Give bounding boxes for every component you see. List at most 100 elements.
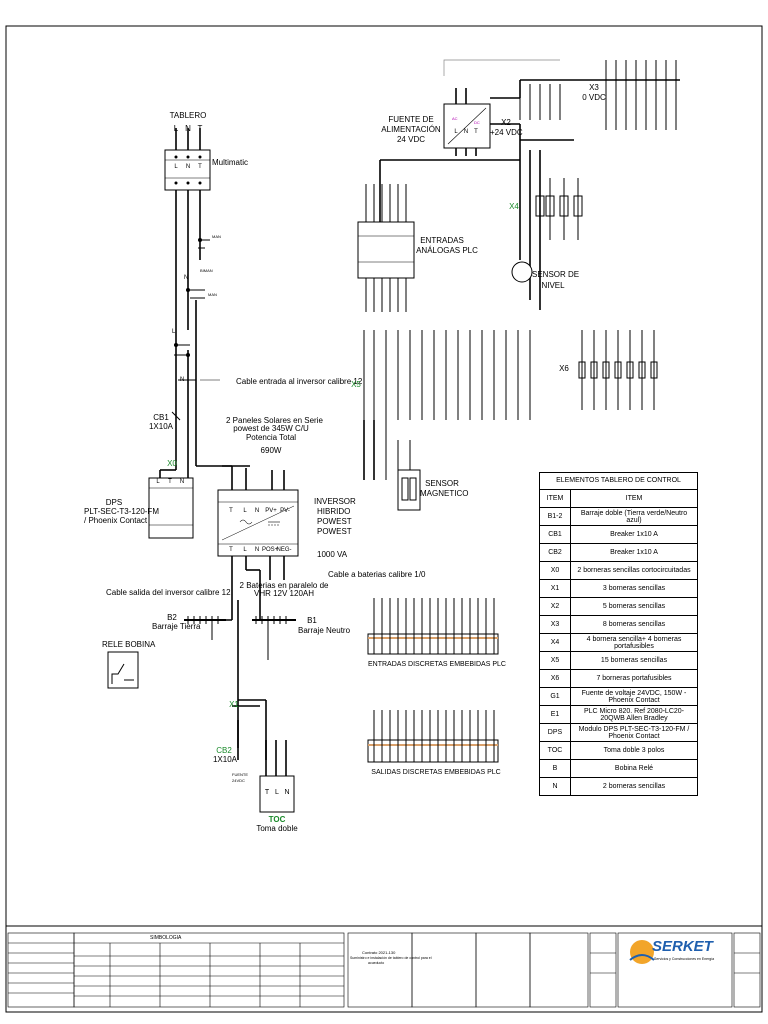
x6-terminals: [578, 330, 658, 410]
project-line2: Suministro e instalación de tablero de c…: [350, 956, 432, 960]
table-item-description: PLC Micro 820. Ref 2080-LC20-20QWB Allen…: [570, 705, 698, 724]
table-item-code: TOC: [539, 741, 571, 760]
discrete-outputs-label: SALIDAS DISCRETAS EMBEBIDAS PLC: [371, 769, 501, 776]
table-item-code: B1-2: [539, 507, 571, 526]
table-header-cell: ITEM: [570, 489, 698, 508]
cb2-note2: 24VDC: [232, 778, 245, 783]
x4-fuse-terminals: [519, 178, 583, 240]
table-item-description: Fuente de voltaje 24VDC, 150W - Phoenix …: [570, 687, 698, 706]
x2-name: X2: [501, 118, 511, 127]
elements-table: ELEMENTOS TABLERO DE CONTROL ITEM ITEM B…: [539, 472, 698, 796]
tablero-terminal-l: L: [173, 124, 179, 133]
power-supply-box: [443, 103, 491, 149]
neutral-bus-b1: [252, 616, 296, 660]
cb1-name: CB1: [153, 413, 169, 422]
dps-box: [148, 477, 194, 539]
table-header-row: ITEM ITEM: [539, 489, 698, 508]
sheet-border: [5, 25, 763, 1013]
table-item-code: X3: [539, 615, 571, 634]
dps-name: DPS: [105, 498, 123, 507]
table-item-description: Bobina Relé: [570, 759, 698, 778]
x1-label: X1: [229, 700, 239, 709]
x1-wiring: [232, 705, 287, 776]
tablero-box: [164, 149, 211, 191]
table-item-description: 7 borneras portafusibles: [570, 669, 698, 688]
fuente-ac: AC: [452, 116, 458, 121]
discrete-outputs-strip: [367, 710, 499, 763]
inverter-top-pv-plus: PV+: [265, 508, 277, 514]
x6-label: X6: [559, 364, 569, 373]
relay-coil-symbol: [107, 651, 139, 689]
table-item-code: X2: [539, 597, 571, 616]
rele-label: RELE BOBINA: [102, 640, 156, 649]
project-line3: acueducto: [368, 961, 385, 965]
inverter-line5: 1000 VA: [317, 550, 348, 559]
inverter-top-n: N: [254, 508, 260, 514]
tablero-bottom-n: N: [185, 164, 191, 170]
inverter-line3: POWEST: [317, 517, 352, 526]
x4-label: X4: [509, 202, 519, 211]
x2-label: +24 VDC: [490, 128, 523, 137]
inverter-line4: POWEST: [317, 527, 352, 536]
table-item-description: Barraje doble (Tierra verde/Neutro azul): [570, 507, 698, 526]
tablero-bottom-l: L: [174, 164, 178, 170]
thin-wire: [443, 59, 560, 76]
table-item-description: 5 borneras sencillas: [570, 597, 698, 616]
magnetic-sensor-line2: MAGNETICO: [420, 489, 469, 498]
tablero-terminal-n: N: [185, 124, 191, 133]
toc-terminal-l: L: [275, 789, 279, 796]
table-header-cell: ITEM: [539, 489, 571, 508]
inverter-line1: INVERSOR: [314, 497, 356, 506]
fuente-terminal-t: T: [474, 129, 478, 135]
cb2-rating: 1X10A: [212, 755, 238, 764]
magnetic-sensor-line1: SENSOR: [425, 479, 459, 488]
x3-name: X3: [589, 83, 599, 92]
dps-terminal-n: N: [179, 479, 185, 485]
dps-model: PLT-SEC-T3-120-FM: [84, 507, 159, 516]
panels-line1: 2 Paneles Solares en Serie: [226, 416, 323, 425]
serket-logo-text: SERKET: [652, 938, 713, 955]
magnetic-sensor-symbol: [397, 469, 421, 511]
table-item-code: CB1: [539, 525, 571, 544]
cable-in-label: Cable entrada al inversor calibre 12: [236, 377, 363, 386]
serket-logo-mark: [629, 940, 655, 964]
breaker-label-5: N: [184, 275, 189, 281]
table-item-description: Modulo DPS PLT-SEC-T3-120-FM / Phoenix C…: [570, 723, 698, 742]
table-item-description: Breaker 1x10 A: [570, 525, 698, 544]
inverter-bottom-pos: POS+: [262, 547, 279, 553]
inverter-top-l: L: [243, 508, 247, 514]
table-item-code: G1: [539, 687, 571, 706]
level-sensor-line2: NIVEL: [541, 281, 565, 290]
tablero-bottom-t: T: [198, 164, 202, 170]
discrete-inputs-strip: [367, 598, 499, 655]
x5-terminals: [363, 330, 531, 480]
fuente-line3: 24 VDC: [396, 135, 425, 144]
fuente-terminal-n: N: [463, 129, 469, 135]
project-line1: Contrato 2021-130: [362, 950, 396, 955]
inverter-top-pv-minus: PV-: [280, 508, 290, 514]
toc-box: [259, 775, 295, 813]
serket-subtitle: Servicios y Construcciones en Energía: [654, 957, 715, 961]
dps-brand: / Phoenix Contact: [84, 516, 148, 525]
x2-terminals: [519, 84, 561, 120]
inverter-bottom-l: L: [243, 547, 247, 553]
breaker-label-6: N: [180, 377, 185, 383]
b2-label: Barraje Tierra: [152, 622, 201, 631]
table-item-description: 2 borneras sencillas: [570, 777, 698, 796]
dps-terminal-l: L: [156, 479, 160, 485]
inverter-wiring: [184, 465, 292, 760]
table-item-code: DPS: [539, 723, 571, 742]
analog-input-wires: [365, 184, 407, 312]
